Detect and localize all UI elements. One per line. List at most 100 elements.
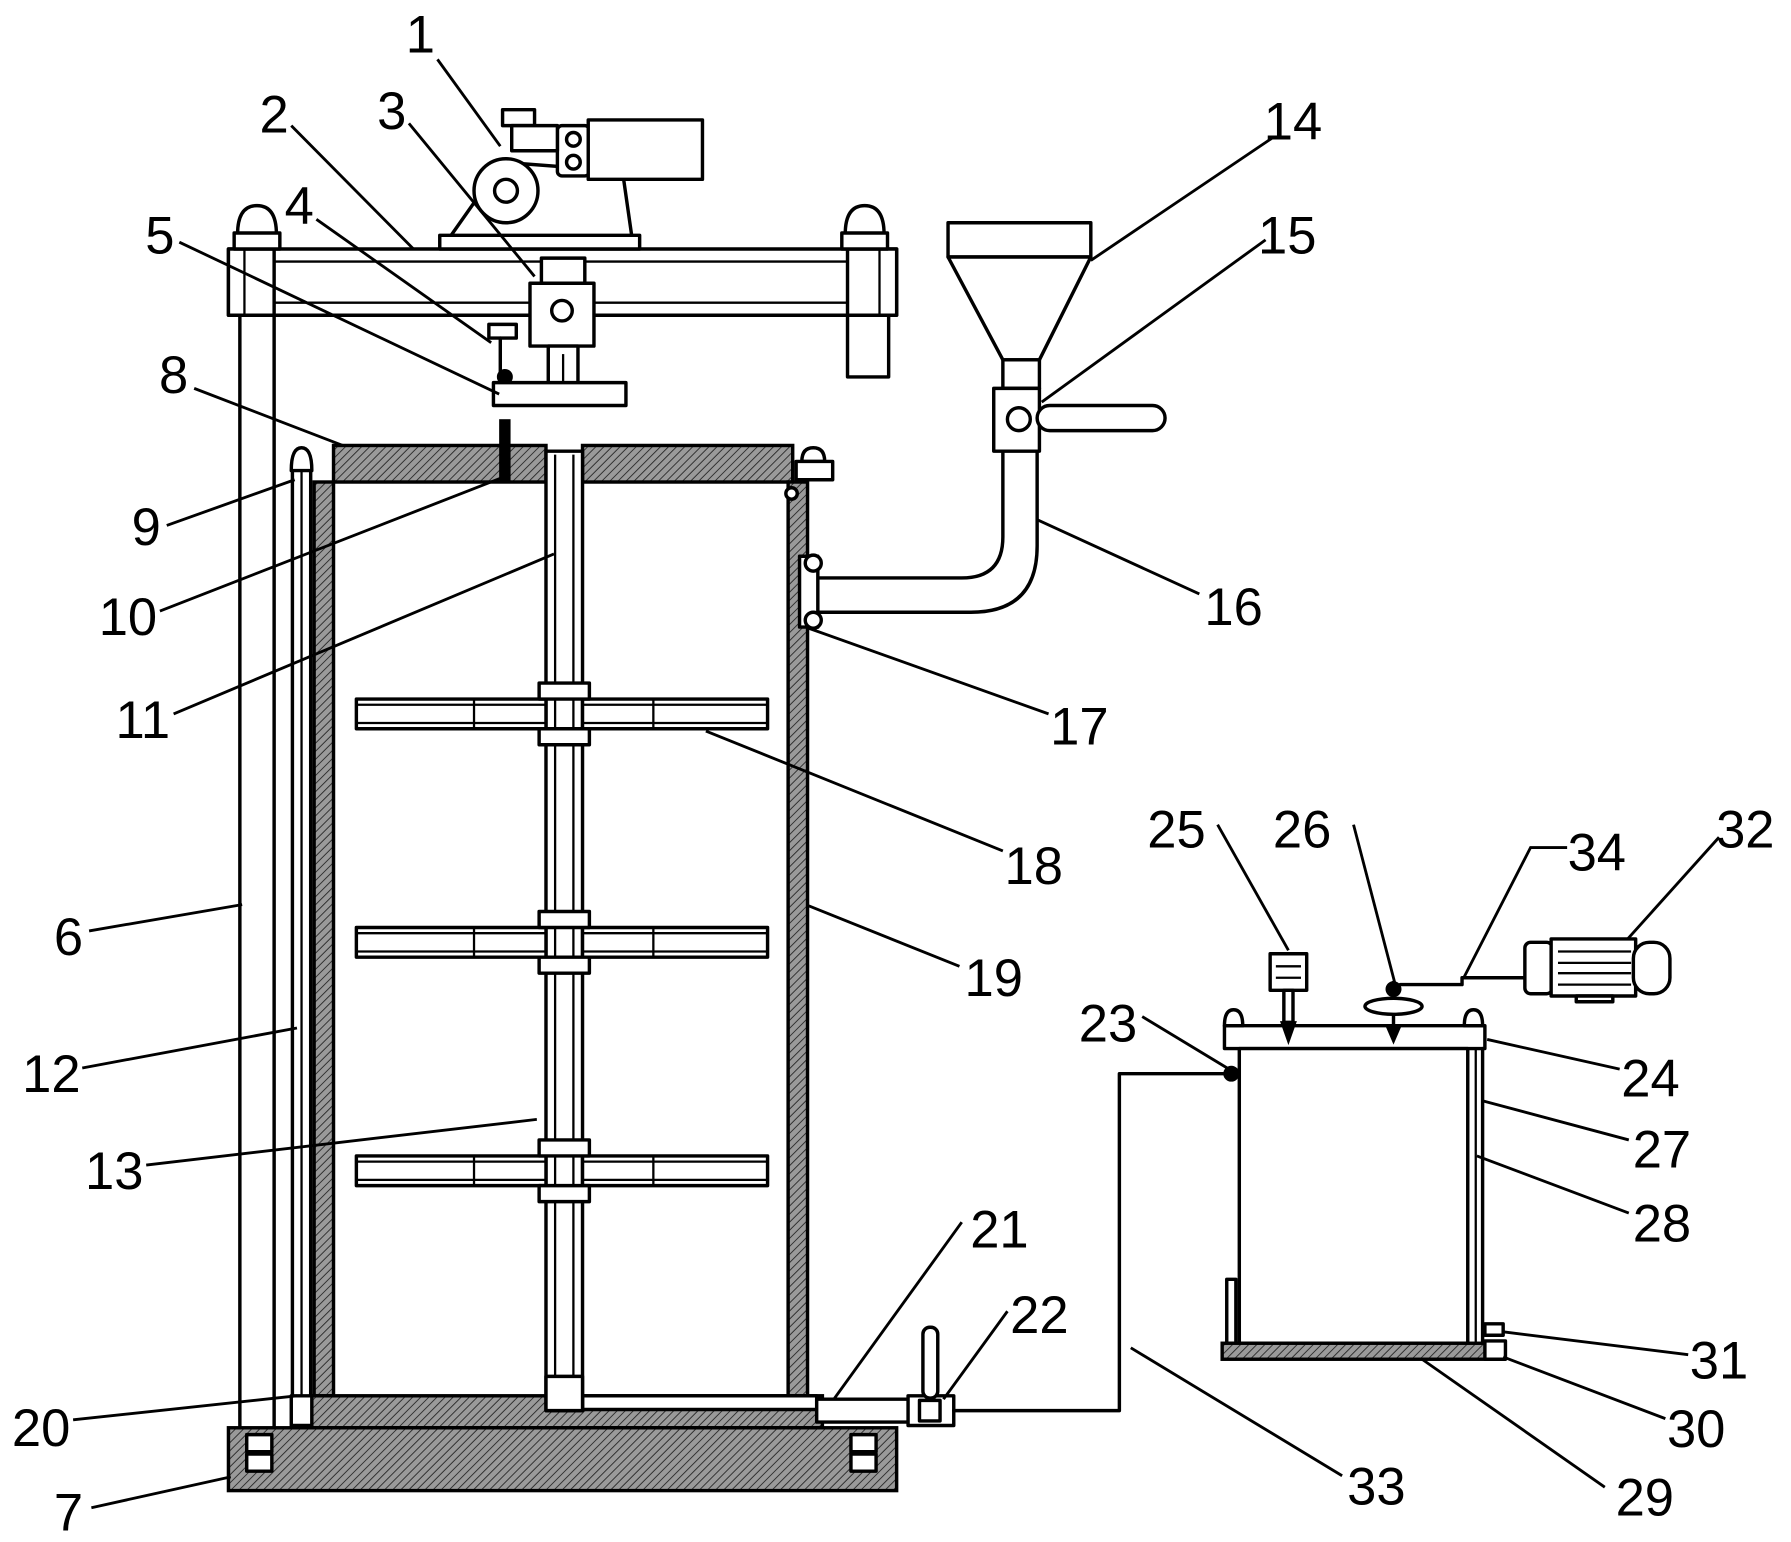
reference-numerals: 1 2 3 4 5 6 7 8 9 10 11 12 13 14 15 16 1… bbox=[12, 6, 1775, 1542]
leader-line-26 bbox=[1352, 824, 1397, 983]
leader-line-5 bbox=[178, 240, 500, 396]
secondary-inner-baffle bbox=[1225, 1277, 1238, 1345]
outlet-valve-core bbox=[917, 1398, 942, 1423]
label-32: 32 bbox=[1716, 801, 1774, 860]
base-bolt-left-bottom bbox=[245, 1452, 274, 1473]
base-bolt-right-top bbox=[849, 1432, 878, 1454]
leader-line-32 bbox=[1626, 836, 1721, 940]
motor-foot bbox=[1574, 994, 1615, 1004]
gauge-stem bbox=[1282, 988, 1295, 1025]
label-13: 13 bbox=[85, 1142, 143, 1201]
funnel-rim bbox=[946, 221, 1093, 259]
bracket-head bbox=[487, 322, 518, 340]
label-17: 17 bbox=[1050, 698, 1108, 757]
top-beam-right-end bbox=[845, 247, 899, 317]
leader-line-30 bbox=[1502, 1355, 1666, 1420]
leader-line-21 bbox=[832, 1221, 963, 1401]
paddle-middle-right bbox=[580, 925, 770, 959]
outlet-system bbox=[814, 1071, 1234, 1428]
label-6: 6 bbox=[54, 908, 83, 967]
top-probe-rod bbox=[499, 419, 511, 481]
label-25: 25 bbox=[1147, 801, 1205, 860]
inlet-flange-bolt-top bbox=[803, 553, 823, 573]
drain-valve-body bbox=[1483, 1339, 1508, 1361]
feed-valve-stem bbox=[1005, 406, 1032, 433]
label-21: 21 bbox=[970, 1200, 1028, 1259]
bolt-nut-left bbox=[232, 231, 282, 251]
gearbox-top-block bbox=[510, 123, 560, 153]
label-23: 23 bbox=[1079, 995, 1137, 1054]
label-14: 14 bbox=[1264, 92, 1322, 151]
paddle-middle-left bbox=[354, 925, 548, 959]
label-12: 12 bbox=[22, 1045, 80, 1104]
base-plate bbox=[226, 1426, 899, 1493]
leader-line-13 bbox=[146, 1117, 538, 1167]
shaft-foot-bearing bbox=[544, 1374, 585, 1413]
transfer-line bbox=[952, 1071, 1234, 1413]
leader-line-3 bbox=[407, 122, 536, 278]
label-27: 27 bbox=[1633, 1120, 1691, 1179]
stirrer-tip bbox=[1384, 1024, 1403, 1045]
gearbox-base-plate bbox=[438, 233, 642, 251]
lid-bolt-right-nut bbox=[794, 459, 835, 482]
gauge-stem-tip bbox=[1279, 1021, 1297, 1046]
secondary-tank-bottom bbox=[1220, 1341, 1489, 1361]
leader-line-17 bbox=[808, 626, 1050, 716]
leader-line-12 bbox=[81, 1026, 298, 1070]
label-31: 31 bbox=[1690, 1332, 1748, 1391]
secondary-lid-bolt-left bbox=[1222, 1008, 1245, 1028]
label-11: 11 bbox=[116, 691, 171, 750]
gauge-head bbox=[1268, 952, 1309, 993]
leader-line-11 bbox=[173, 552, 555, 716]
leader-line-9 bbox=[166, 478, 296, 527]
label-10: 10 bbox=[99, 588, 157, 647]
label-33: 33 bbox=[1347, 1457, 1405, 1516]
inlet-flange-bolt-bottom bbox=[803, 610, 823, 630]
top-bolt-dome bbox=[289, 446, 314, 473]
drive-motor-body bbox=[586, 118, 705, 182]
paddle-upper-collar-top bbox=[537, 681, 592, 701]
paddle-middle-collar-top bbox=[537, 909, 592, 930]
paddle-upper-left bbox=[354, 697, 548, 731]
bolt-dome-left bbox=[235, 203, 279, 236]
leader-line-6 bbox=[88, 903, 243, 933]
paddle-lower-collar-bottom bbox=[537, 1183, 592, 1204]
feed-valve-handle bbox=[1035, 403, 1167, 433]
base-bolt-right-bottom bbox=[849, 1452, 878, 1473]
right-post-stub bbox=[845, 313, 891, 379]
secondary-tank-body bbox=[1237, 1046, 1470, 1345]
label-30: 30 bbox=[1667, 1400, 1725, 1459]
leader-line-15 bbox=[1040, 238, 1267, 404]
motor-body bbox=[1549, 937, 1638, 998]
drive-wheel-hub bbox=[492, 177, 520, 204]
leader-line-19 bbox=[808, 904, 960, 968]
label-34: 34 bbox=[1568, 823, 1626, 882]
leader-line-14 bbox=[1090, 135, 1275, 262]
leader-line-23 bbox=[1141, 1015, 1230, 1071]
motor-fan-cover bbox=[1631, 940, 1672, 996]
coupling-bolt-top bbox=[564, 130, 582, 148]
paddle-lower bbox=[354, 1138, 770, 1204]
paddle-lower-left bbox=[354, 1154, 548, 1188]
tank-inner-seal bbox=[784, 486, 799, 501]
secondary-lid-bolt-right bbox=[1462, 1008, 1485, 1028]
shaft-body bbox=[544, 449, 585, 1413]
paddle-lower-collar-top bbox=[537, 1138, 592, 1158]
label-29: 29 bbox=[1616, 1469, 1674, 1528]
beam-bolt-right bbox=[840, 203, 890, 251]
secondary-tank bbox=[1220, 1008, 1508, 1361]
leader-line-22 bbox=[942, 1310, 1009, 1401]
leader-line-7 bbox=[91, 1475, 232, 1510]
lid-bolt-right bbox=[794, 446, 835, 482]
leader-line-34 bbox=[1463, 846, 1568, 978]
leader-line-33 bbox=[1130, 1346, 1343, 1477]
leader-line-4 bbox=[315, 218, 492, 344]
leader-line-20 bbox=[72, 1394, 298, 1422]
leader-lines bbox=[72, 58, 1721, 1510]
coupling-pin bbox=[549, 298, 574, 323]
label-7: 7 bbox=[54, 1484, 83, 1542]
tank-lid-left bbox=[331, 443, 548, 484]
leader-line-1 bbox=[436, 58, 502, 148]
label-4: 4 bbox=[285, 177, 314, 236]
